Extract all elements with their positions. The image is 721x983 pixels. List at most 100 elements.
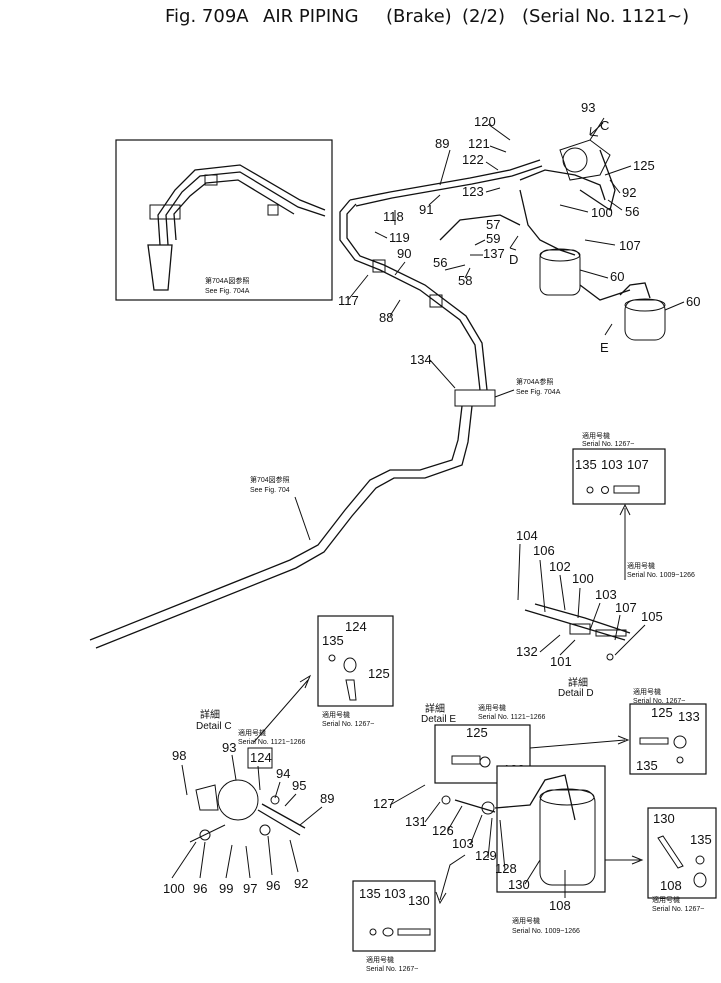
callout-93: 93 (581, 100, 595, 115)
inset-ref-en: See Fig. 704A (205, 288, 250, 295)
callout-59: 59 (486, 231, 500, 246)
callout-c-135: 135 (322, 633, 344, 648)
callout-d-103b: 103 (595, 587, 617, 602)
callout-c-92: 92 (294, 876, 308, 891)
callout-121: 121 (468, 136, 490, 151)
callout-56-b: 56 (433, 255, 447, 270)
callout-107: 107 (619, 238, 641, 253)
callout-137: 137 (483, 246, 505, 261)
callout-r-133: 133 (678, 709, 700, 724)
callout-d-132: 132 (516, 644, 538, 659)
callout-e-108: 108 (549, 898, 571, 913)
callout-e-126: 126 (432, 823, 454, 838)
serial-box-d-1267-frame (572, 448, 666, 505)
detail-c: 詳細 Detail C 適用号機 Serial No. 1121~1266 98… (163, 708, 334, 896)
svg-text:適用号機: 適用号機 (512, 916, 540, 925)
callout-r-130: 130 (653, 811, 675, 826)
callout-57: 57 (486, 217, 500, 232)
upper-callouts: 120 121 122 89 93 125 92 56 123 91 100 1… (338, 100, 700, 389)
serial-box-e-1267-a: 適用号機 Serial No. 1267~ 125 133 135 (629, 687, 707, 775)
callout-r-135b: 135 (690, 832, 712, 847)
callout-c-95: 95 (292, 778, 306, 793)
detail-d-jp: 詳細 (568, 676, 588, 689)
callout-b-135: 135 (359, 886, 381, 901)
callout-60-b: 60 (686, 294, 700, 309)
serial-box-e-1267-b-frame (647, 807, 717, 899)
figure-sheet: (2/2) (462, 6, 506, 27)
callout-r-125: 125 (651, 705, 673, 720)
callout-e-128: 128 (495, 861, 517, 876)
callout-r-108: 108 (660, 878, 682, 893)
callout-c-99: 99 (219, 881, 233, 896)
callout-d-107: 107 (627, 457, 649, 472)
callout-d-103: 103 (601, 457, 623, 472)
svg-text:Serial No. 1267~: Serial No. 1267~ (633, 698, 685, 705)
svg-text:適用号機: 適用号機 (652, 895, 680, 904)
callout-b-103: 103 (384, 886, 406, 901)
callout-d-105: 105 (641, 609, 663, 624)
callout-92: 92 (622, 185, 636, 200)
mid-ref-jp: 第704A参照 (516, 377, 553, 386)
figure-title: Fig. 709A AIR PIPING (Brake) (2/2) (Seri… (140, 2, 720, 32)
callout-89: 89 (435, 136, 449, 151)
inset-ref-jp: 第704A図参照 (205, 276, 249, 285)
brake-valve-assembly (439, 139, 616, 256)
callout-122: 122 (462, 152, 484, 167)
detail-d: 適用号機 Serial No. 1009~1266 104 106 102 10… (516, 528, 695, 699)
callout-d-102: 102 (549, 559, 571, 574)
svg-text:Serial No. 1267~: Serial No. 1267~ (582, 441, 634, 448)
callout-125: 125 (633, 158, 655, 173)
main-pipe-run (89, 159, 543, 649)
svg-text:適用号機: 適用号機 (366, 955, 394, 964)
detail-e-jp: 詳細 (425, 702, 445, 715)
detail-e-label: Detail E (421, 714, 456, 725)
air-tank-2 (619, 282, 666, 341)
callout-r-135: 135 (636, 758, 658, 773)
svg-text:適用号機: 適用号機 (582, 431, 610, 440)
callout-117: 117 (338, 293, 359, 308)
callout-d-100: 100 (572, 571, 594, 586)
callout-d-135: 135 (575, 457, 597, 472)
air-tank-1 (539, 248, 631, 301)
callout-123: 123 (462, 184, 484, 199)
callout-e-130: 130 (508, 877, 530, 892)
svg-text:適用号機: 適用号機 (633, 687, 661, 696)
callout-90: 90 (397, 246, 411, 261)
detail-c-label: Detail C (196, 721, 232, 732)
callout-100: 100 (591, 205, 613, 220)
callout-118: 118 (383, 209, 404, 224)
detail-c-jp: 詳細 (200, 708, 220, 721)
svg-text:Serial No. 1267~: Serial No. 1267~ (322, 721, 374, 728)
callout-c-96b: 96 (266, 878, 280, 893)
svg-text:Serial No. 1121~1266: Serial No. 1121~1266 (238, 739, 305, 746)
mid-ref-en: See Fig. 704A (516, 389, 561, 396)
callout-d-107b: 107 (615, 600, 637, 615)
serial-box-d-1267: 適用号機 Serial No. 1267~ 135 103 107 (572, 431, 666, 580)
callout-c-89: 89 (320, 791, 334, 806)
view-letter-d: D (509, 252, 518, 267)
callout-c-100: 100 (163, 881, 185, 896)
view-letter-e: E (600, 340, 609, 355)
view-arrows: C D E (509, 118, 613, 355)
serial-box-e-1267-c-frame (352, 880, 436, 952)
callout-c-124b: 124 (250, 750, 272, 765)
low-ref-jp: 第704図参照 (250, 475, 290, 484)
svg-text:Serial No. 1121~1266: Serial No. 1121~1266 (478, 714, 545, 721)
svg-text:適用号機: 適用号機 (238, 728, 266, 737)
svg-text:適用号機: 適用号機 (322, 710, 350, 719)
callout-134: 134 (410, 352, 432, 367)
inset-view: 第704A図参照 See Fig. 704A (115, 139, 333, 301)
callout-60-a: 60 (610, 269, 624, 284)
callout-c-125: 125 (368, 666, 390, 681)
callout-58: 58 (458, 273, 472, 288)
inset-frame (115, 139, 333, 301)
callout-c-124: 124 (345, 619, 367, 634)
serial-box-e-1267-b: 130 135 108 適用号機 Serial No. 1267~ (647, 807, 717, 913)
svg-text:適用号機: 適用号機 (627, 561, 655, 570)
figure-serial: (Serial No. 1121~) (522, 6, 690, 27)
detail-e-tank-frame (496, 765, 606, 893)
callout-56-a: 56 (625, 204, 639, 219)
svg-text:Serial No. 1267~: Serial No. 1267~ (652, 906, 704, 913)
figure-number: Fig. 709A (165, 6, 249, 27)
